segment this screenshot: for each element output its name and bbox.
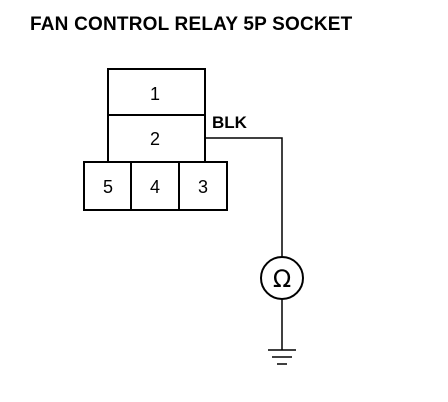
socket-cell-3 bbox=[178, 161, 228, 211]
pin-label-4: 4 bbox=[150, 177, 160, 197]
socket-lower-row bbox=[83, 161, 228, 211]
pin-label-1: 1 bbox=[150, 84, 160, 104]
pin-label-2: 2 bbox=[150, 129, 160, 149]
wire-color-label: BLK bbox=[212, 113, 248, 132]
pin-label-5: 5 bbox=[103, 177, 113, 197]
test-lead-wire bbox=[205, 137, 283, 257]
diagram-title: FAN CONTROL RELAY 5P SOCKET bbox=[30, 14, 353, 35]
ground-icon bbox=[268, 349, 296, 365]
ohm-symbol-text: Ω bbox=[273, 265, 291, 293]
ohmmeter-icon: Ω bbox=[260, 256, 304, 300]
pin-label-3: 3 bbox=[198, 177, 208, 197]
